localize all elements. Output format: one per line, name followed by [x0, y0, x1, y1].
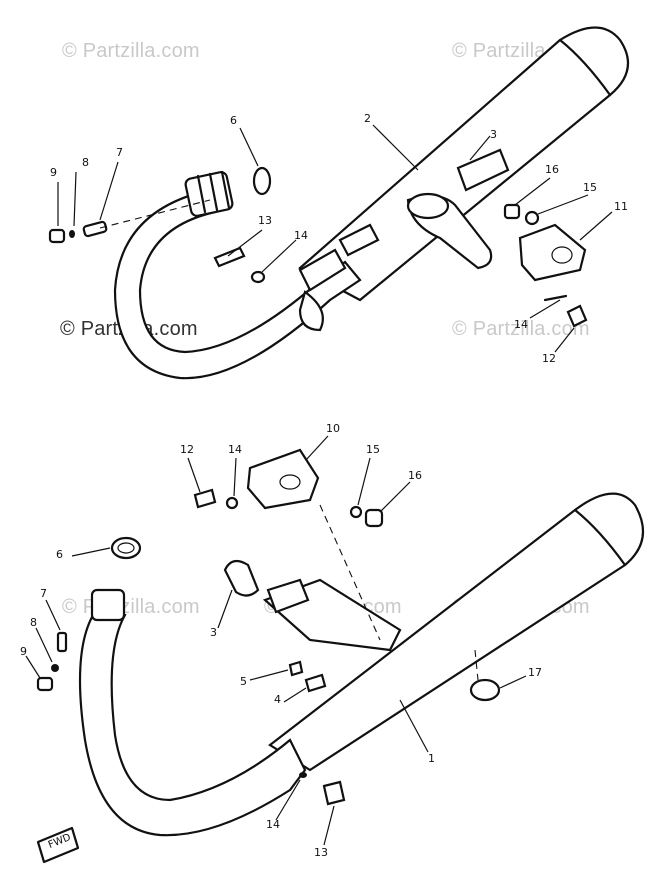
lower-exhaust-pipe [78, 603, 307, 837]
lower-exhaust-assembly [25, 435, 645, 864]
callout-label: 6 [56, 548, 63, 561]
callout-label: 14 [228, 443, 242, 456]
callout-label: 12 [542, 352, 556, 365]
upper-muffler [298, 26, 630, 302]
lower-muffler [268, 492, 645, 772]
callout-label: 16 [545, 163, 559, 176]
callout-label: 14 [266, 818, 280, 831]
callout-label: 13 [258, 214, 272, 227]
callout-label: 5 [240, 675, 247, 688]
callout-label: 4 [274, 693, 281, 706]
callout-label: 7 [116, 146, 123, 159]
watermark: © Partzilla.com [452, 318, 590, 340]
upper-exhaust-pipe [113, 188, 362, 380]
callout-label: 7 [40, 587, 47, 600]
callout-label: 17 [528, 666, 542, 679]
callout-label: 3 [210, 626, 217, 639]
callout-label: 2 [364, 112, 371, 125]
callout-label: 14 [294, 229, 308, 242]
callout-label: 9 [50, 166, 57, 179]
callout-label: 12 [180, 443, 194, 456]
watermark: © Partzilla.com [62, 40, 200, 62]
callout-label: 8 [30, 616, 37, 629]
upper-exhaust-assembly [48, 26, 630, 380]
callout-label: 16 [408, 469, 422, 482]
callout-label: 6 [230, 114, 237, 127]
callout-label: 15 [366, 443, 380, 456]
callout-label: 13 [314, 846, 328, 859]
callout-label: 8 [82, 156, 89, 169]
callout-label: 1 [428, 752, 435, 765]
callout-label: 11 [614, 200, 628, 213]
callout-label: 3 [490, 128, 497, 141]
callout-label: 10 [326, 422, 340, 435]
callout-label: 14 [514, 318, 528, 331]
callout-label: 9 [20, 645, 27, 658]
callout-label: 15 [583, 181, 597, 194]
